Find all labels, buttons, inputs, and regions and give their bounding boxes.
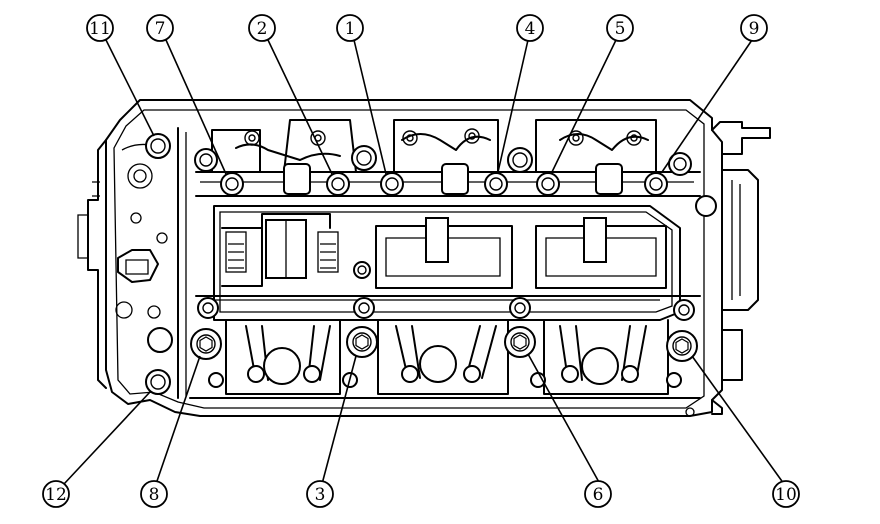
callout-10-label: 10 [775, 485, 797, 505]
callout-7: 7 [146, 14, 174, 42]
head-bolt-10 [666, 330, 698, 362]
callout-1-label: 1 [345, 19, 356, 39]
rocker-arm-assembly-top [195, 119, 701, 197]
head-bolt-8 [190, 328, 222, 360]
head-bolt-9 [644, 172, 668, 196]
callout-9: 9 [740, 14, 768, 42]
head-bolt-2 [326, 172, 350, 196]
callout-11-label: 11 [89, 19, 111, 39]
callout-2: 2 [248, 14, 276, 42]
callout-10: 10 [772, 480, 800, 508]
callout-11: 11 [86, 14, 114, 42]
callout-2-label: 2 [257, 19, 268, 39]
auxiliary-bolts [194, 145, 695, 388]
callout-8: 8 [140, 480, 168, 508]
head-bolt-6 [504, 326, 536, 358]
head-bolt-1 [380, 172, 404, 196]
head-bolt-11 [145, 133, 171, 159]
callout-4-label: 4 [525, 19, 536, 39]
leader-lines [63, 39, 785, 485]
cylinder-head-outline [77, 99, 771, 417]
callout-8-label: 8 [149, 485, 160, 505]
callout-7-label: 7 [155, 19, 166, 39]
callout-3-label: 3 [315, 485, 326, 505]
head-bolts [145, 133, 698, 395]
callout-12-label: 12 [45, 485, 67, 505]
callout-3: 3 [306, 480, 334, 508]
callout-5: 5 [606, 14, 634, 42]
callouts: 11 7 2 1 4 5 9 12 [42, 14, 800, 508]
head-bolt-3 [346, 326, 378, 358]
head-bolt-5 [536, 172, 560, 196]
callout-6: 6 [584, 480, 612, 508]
callout-4: 4 [516, 14, 544, 42]
callout-12: 12 [42, 480, 70, 508]
head-bolt-12 [145, 369, 171, 395]
callout-6-label: 6 [593, 485, 604, 505]
camshaft-window [195, 205, 701, 321]
head-bolt-7 [220, 172, 244, 196]
callout-1: 1 [336, 14, 364, 42]
valve-ports-lower [189, 319, 701, 399]
callout-9-label: 9 [749, 19, 760, 39]
callout-5-label: 5 [615, 19, 626, 39]
head-bolt-4 [484, 172, 508, 196]
timing-end-features [115, 143, 717, 353]
